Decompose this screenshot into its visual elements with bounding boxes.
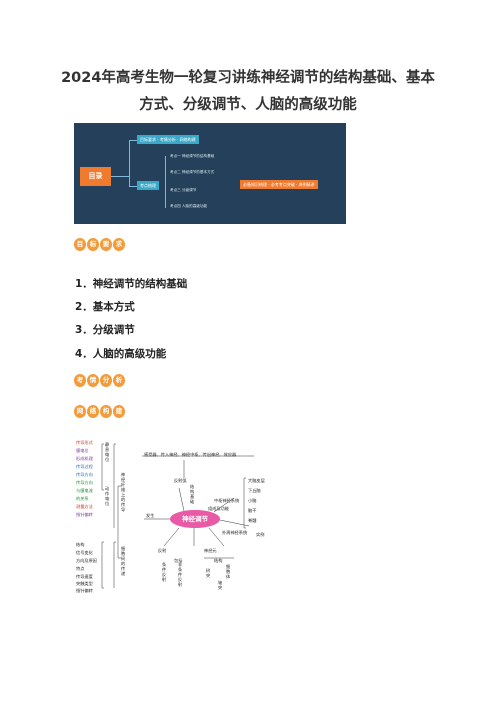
- goals-section-header: 目标要求: [74, 238, 125, 252]
- goal-item: 4．人脑的高级功能: [75, 348, 167, 360]
- doc-title-line1: 2024年高考生物一轮复习讲练神经调节的结构基础、基本: [61, 70, 435, 86]
- outline-item: 考点三 分级调节: [170, 188, 197, 192]
- goal-item: 1．神经调节的结构基础: [75, 278, 188, 290]
- outline-connector: [129, 140, 130, 186]
- outline-connector: [129, 186, 137, 187]
- outline-item: 考点四 人脑的高级功能: [170, 204, 208, 208]
- concept-map-center: 神经调节: [170, 510, 220, 528]
- goal-item: 2．基本方式: [75, 301, 135, 313]
- outline-branch-1: 目标要求 · 考情分析 · 网络构建: [137, 135, 199, 144]
- outline-connector: [129, 140, 137, 141]
- contents-outline: 目录 目标要求 · 考情分析 · 网络构建 考点梳理 考点一 神经调节的结构基础…: [74, 123, 346, 224]
- outline-root: 目录: [80, 167, 111, 186]
- outline-connector: [111, 176, 129, 177]
- analysis-section-header: 考情分析: [74, 374, 125, 388]
- outline-connector: [165, 156, 166, 208]
- doc-title-line2: 方式、分级调节、人脑的高级功能: [139, 97, 357, 113]
- outline-right-tag: 必备知识梳理 · 必考考点突破 · 典例精讲: [240, 180, 318, 189]
- outline-item: 考点二 神经调节的基本方式: [170, 170, 215, 174]
- outline-item: 考点一 神经调节的结构基础: [170, 154, 215, 158]
- concept-map: 传导形式 膜电位 形成机理 传导过程 传导方向 传导方向 与膜电流 的关系 测量…: [74, 438, 284, 593]
- goal-item: 3．分级调节: [75, 324, 135, 336]
- outline-branch-2: 考点梳理: [137, 181, 159, 190]
- network-section-header: 网络构建: [74, 405, 125, 419]
- concept-map-lines: [101, 443, 254, 589]
